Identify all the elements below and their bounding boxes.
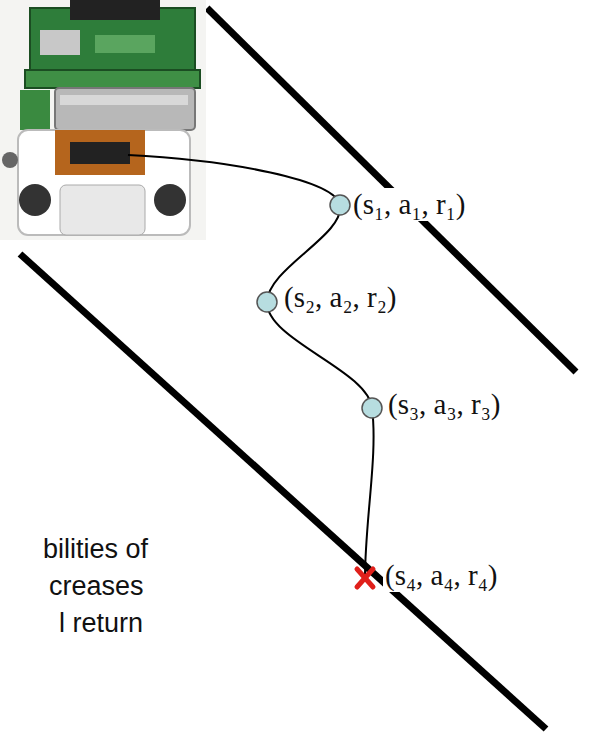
- label-holder: creases: [47, 571, 146, 602]
- label-holder: l return: [57, 608, 145, 639]
- body-text: creases: [47, 571, 146, 602]
- state-label: (s₃, a₃, r₃): [386, 388, 502, 421]
- trajectory-curve: [128, 155, 374, 578]
- label-holder: (s₂, a₂, r₂): [282, 281, 398, 314]
- body-text: l return: [57, 608, 145, 639]
- state-dot: [362, 398, 382, 418]
- label-holder: bilities of: [41, 534, 150, 565]
- body-text: bilities of: [41, 534, 150, 565]
- robot-photo: [0, 0, 206, 240]
- state-label: (s₂, a₂, r₂): [282, 281, 398, 314]
- label-holder: (s₄, a₄, r₄): [383, 559, 499, 592]
- state-dot: [330, 195, 350, 215]
- state-label: (s₁, a₁, r₁): [351, 188, 467, 221]
- label-holder: (s₃, a₃, r₃): [386, 388, 502, 421]
- crash-mark: [357, 569, 373, 587]
- wall-line: [20, 254, 546, 729]
- wall-line: [207, 8, 576, 372]
- state-label: (s₄, a₄, r₄): [383, 559, 499, 592]
- label-holder: (s₁, a₁, r₁): [351, 188, 467, 221]
- state-dot: [257, 292, 277, 312]
